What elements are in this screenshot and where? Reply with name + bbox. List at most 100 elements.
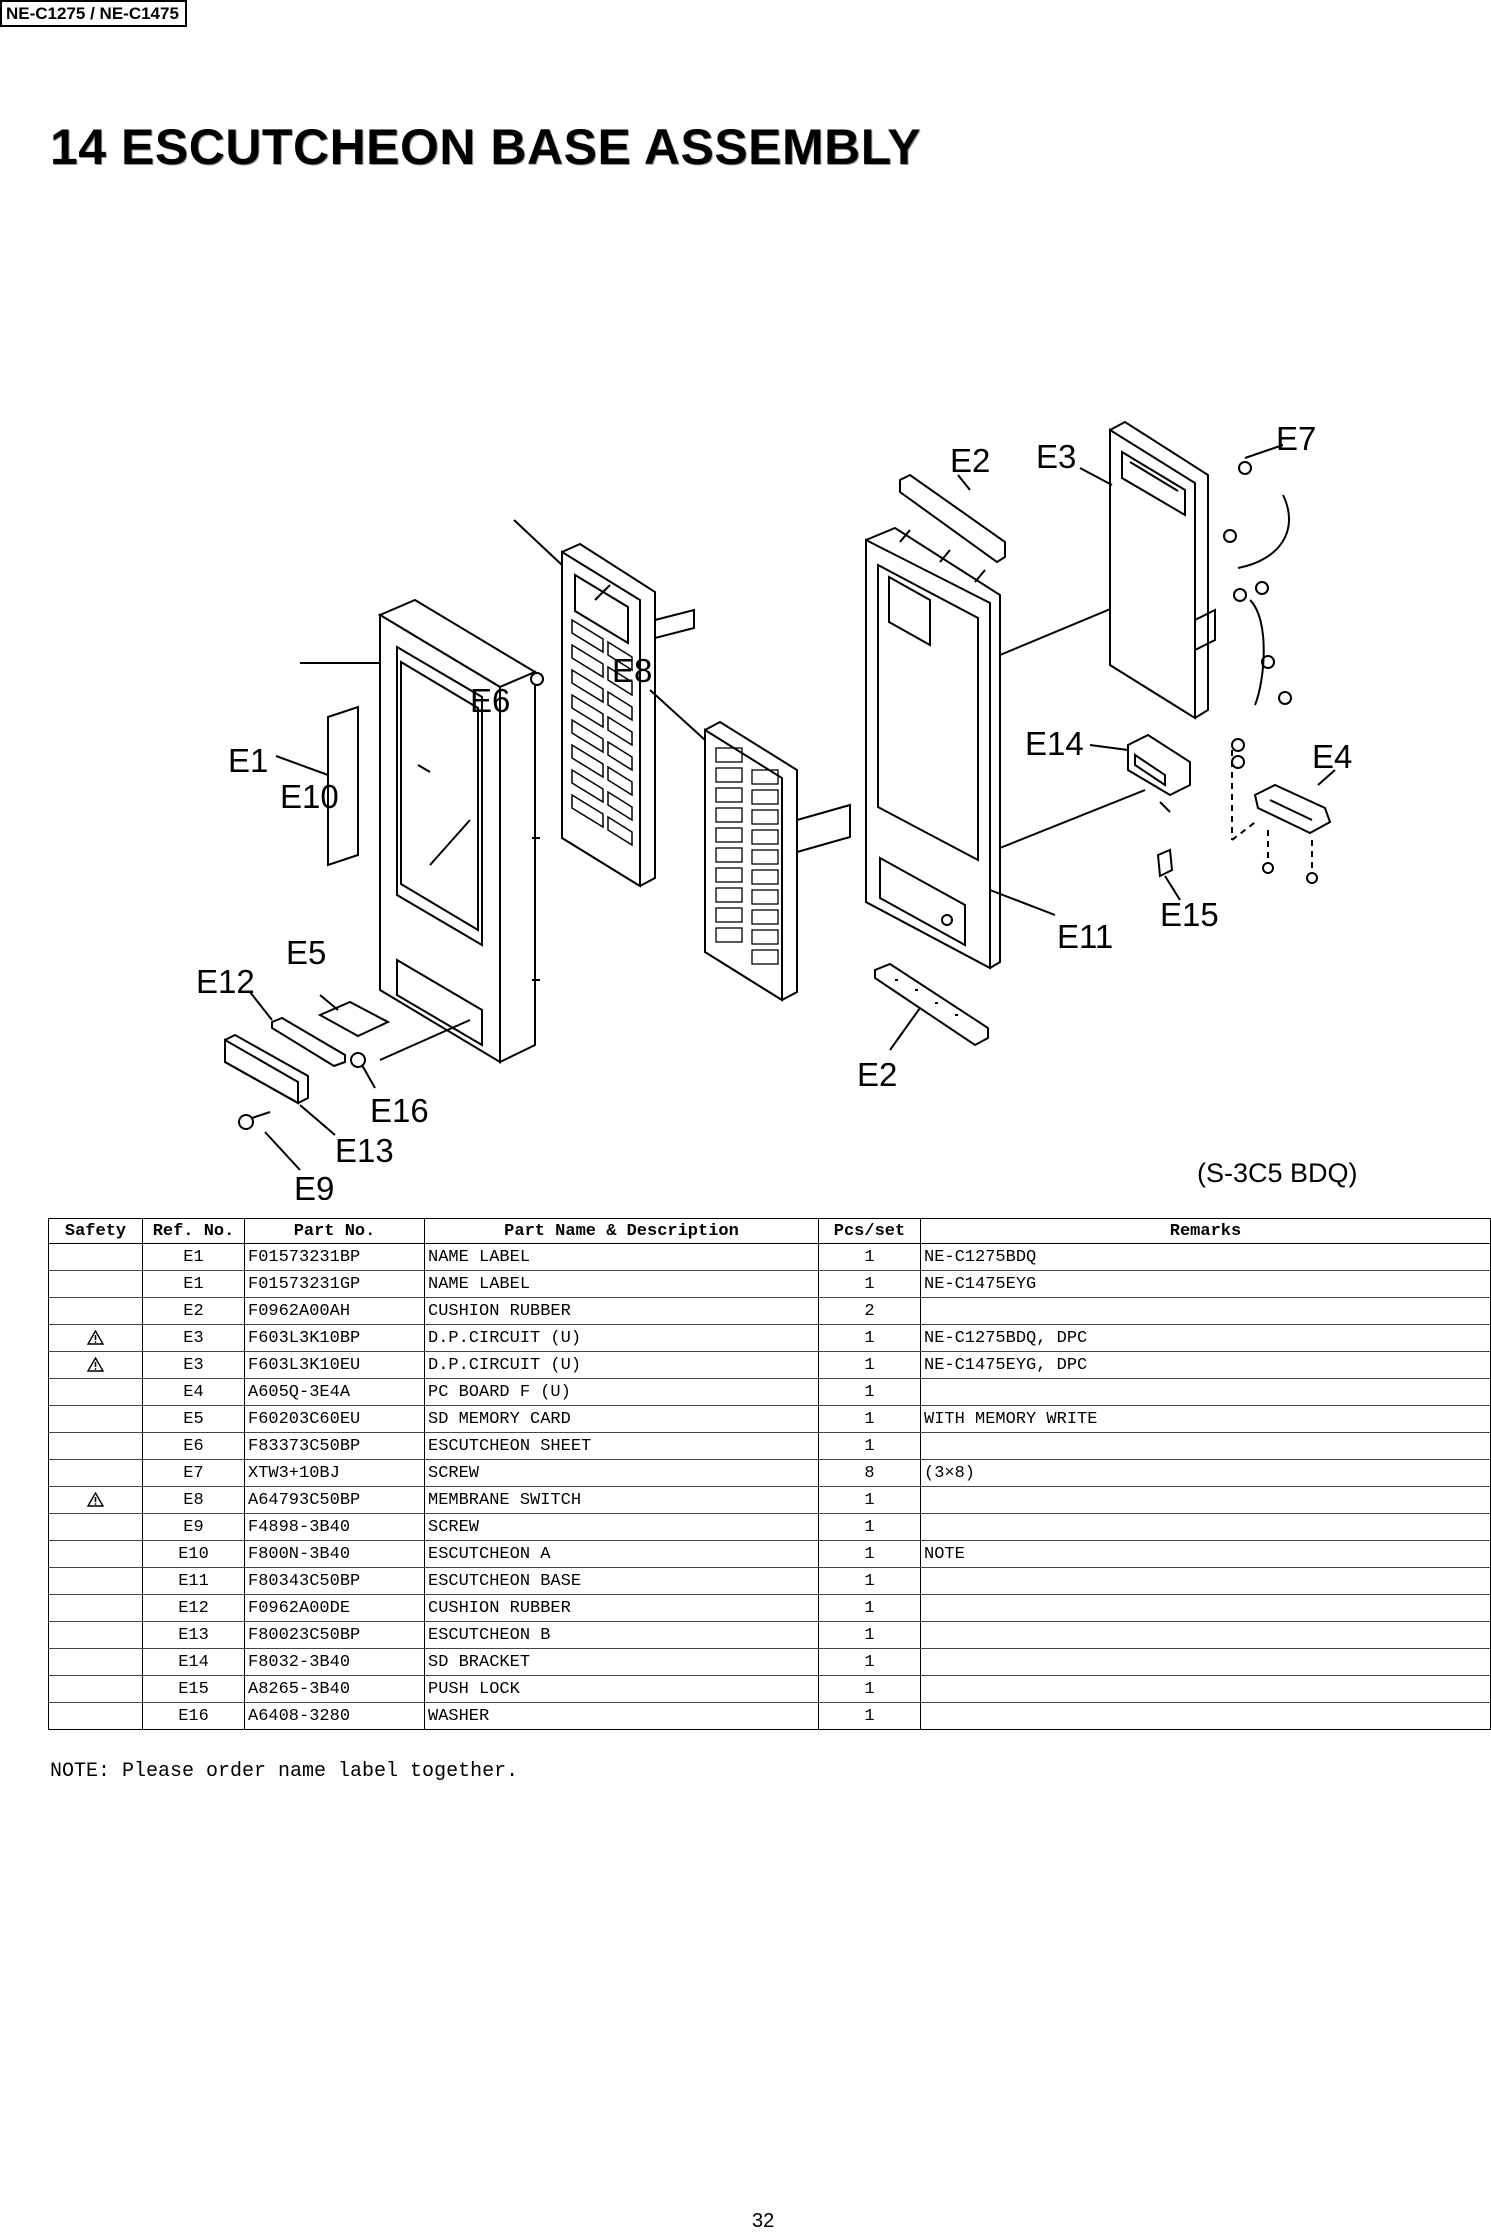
cell-ref-no: E5 <box>142 1405 245 1433</box>
safety-warning-icon <box>87 1329 104 1345</box>
cell-remarks <box>920 1702 1491 1730</box>
part-e11-escutcheon-base <box>865 526 1146 970</box>
cell-part-no: A8265-3B40 <box>244 1675 425 1703</box>
part-e6-escutcheon-sheet <box>513 519 695 888</box>
exploded-diagram: E1 E2 E2 E3 E4 E5 E6 E7 E8 E9 E10 E11 E1… <box>196 420 1358 1200</box>
cell-safety <box>48 1270 143 1298</box>
cell-ref-no: E12 <box>142 1594 245 1622</box>
cell-pcs-set: 1 <box>818 1351 921 1379</box>
order-note: NOTE: Please order name label together. <box>50 1760 519 1783</box>
cell-safety <box>48 1243 143 1271</box>
cell-part-no: A6408-3280 <box>244 1702 425 1730</box>
cell-pcs-set: 1 <box>818 1486 921 1514</box>
cell-description: SD BRACKET <box>424 1648 819 1676</box>
cell-part-no: F4898-3B40 <box>244 1513 425 1541</box>
callout-e11: E11 <box>1057 918 1113 955</box>
safety-warning-icon <box>87 1356 104 1372</box>
cell-safety <box>48 1675 143 1703</box>
cell-remarks <box>920 1675 1491 1703</box>
part-e10-escutcheon-a <box>300 598 544 1064</box>
callout-e9: E9 <box>294 1170 334 1200</box>
cell-remarks <box>920 1567 1491 1595</box>
col-header-part-no: Part No. <box>244 1218 425 1244</box>
cell-pcs-set: 1 <box>818 1405 921 1433</box>
callout-e8: E8 <box>612 652 652 689</box>
cell-ref-no: E16 <box>142 1702 245 1730</box>
cell-pcs-set: 1 <box>818 1378 921 1406</box>
col-header-ref-no: Ref. No. <box>142 1218 245 1244</box>
part-e2-bottom-cushion <box>874 962 989 1051</box>
cell-safety <box>48 1540 143 1568</box>
cell-description: SCREW <box>424 1459 819 1487</box>
cell-safety <box>48 1621 143 1649</box>
cell-part-no: F0962A00AH <box>244 1297 425 1325</box>
cell-ref-no: E13 <box>142 1621 245 1649</box>
callout-e13: E13 <box>335 1132 394 1169</box>
cell-description: SCREW <box>424 1513 819 1541</box>
part-e1-name-label <box>275 705 359 867</box>
cell-description: D.P.CIRCUIT (U) <box>424 1351 819 1379</box>
cell-pcs-set: 1 <box>818 1243 921 1271</box>
cell-remarks <box>920 1648 1491 1676</box>
callout-e12: E12 <box>196 963 255 1000</box>
page-number: 32 <box>752 2210 775 2232</box>
cell-pcs-set: 1 <box>818 1702 921 1730</box>
part-e2-top-cushion <box>899 473 1006 564</box>
cell-safety <box>48 1513 143 1541</box>
safety-warning-icon <box>87 1491 104 1507</box>
cell-pcs-set: 1 <box>818 1594 921 1622</box>
part-e15-push-lock <box>1156 848 1181 901</box>
part-e16-washer <box>350 1019 471 1089</box>
cell-pcs-set: 1 <box>818 1324 921 1352</box>
cell-description: PC BOARD F (U) <box>424 1378 819 1406</box>
cell-pcs-set: 1 <box>818 1567 921 1595</box>
part-e4-pc-board <box>1231 750 1336 884</box>
cell-pcs-set: 1 <box>818 1540 921 1568</box>
cell-remarks <box>920 1513 1491 1541</box>
cell-part-no: F800N-3B40 <box>244 1540 425 1568</box>
cell-remarks: NOTE <box>920 1540 1491 1568</box>
parts-table-header-row: Safety Ref. No. Part No. Part Name & Des… <box>48 1218 1491 1244</box>
model-tag: NE-C1275 / NE-C1475 <box>0 0 187 27</box>
part-e7-screws <box>1223 444 1292 769</box>
part-e14-sd-bracket <box>1089 733 1191 813</box>
cell-description: PUSH LOCK <box>424 1675 819 1703</box>
cell-remarks <box>920 1432 1491 1460</box>
cell-remarks: NE-C1475EYG, DPC <box>920 1351 1491 1379</box>
cell-remarks: NE-C1275BDQ <box>920 1243 1491 1271</box>
part-e8-membrane-switch <box>649 689 851 1002</box>
cell-description: SD MEMORY CARD <box>424 1405 819 1433</box>
parts-table: Safety Ref. No. Part No. Part Name & Des… <box>48 1218 1491 1730</box>
cell-description: NAME LABEL <box>424 1243 819 1271</box>
cell-safety <box>48 1567 143 1595</box>
cell-safety <box>48 1378 143 1406</box>
cell-description: ESCUTCHEON B <box>424 1621 819 1649</box>
cell-description: ESCUTCHEON BASE <box>424 1567 819 1595</box>
cell-pcs-set: 1 <box>818 1513 921 1541</box>
cell-ref-no: E10 <box>142 1540 245 1568</box>
cell-part-no: F80343C50BP <box>244 1567 425 1595</box>
part-e12-cushion-rubber <box>249 991 346 1068</box>
cell-safety <box>48 1594 143 1622</box>
callout-e16: E16 <box>370 1092 429 1129</box>
col-header-remarks: Remarks <box>920 1218 1491 1244</box>
cell-part-no: F83373C50BP <box>244 1432 425 1460</box>
cell-safety <box>48 1486 143 1514</box>
callout-e1: E1 <box>228 742 268 779</box>
callout-e14: E14 <box>1025 725 1084 762</box>
callout-e4: E4 <box>1312 738 1352 775</box>
col-header-pcs-set: Pcs/set <box>818 1218 921 1244</box>
cell-safety <box>48 1351 143 1379</box>
cell-part-no: F01573231BP <box>244 1243 425 1271</box>
cell-part-no: A64793C50BP <box>244 1486 425 1514</box>
